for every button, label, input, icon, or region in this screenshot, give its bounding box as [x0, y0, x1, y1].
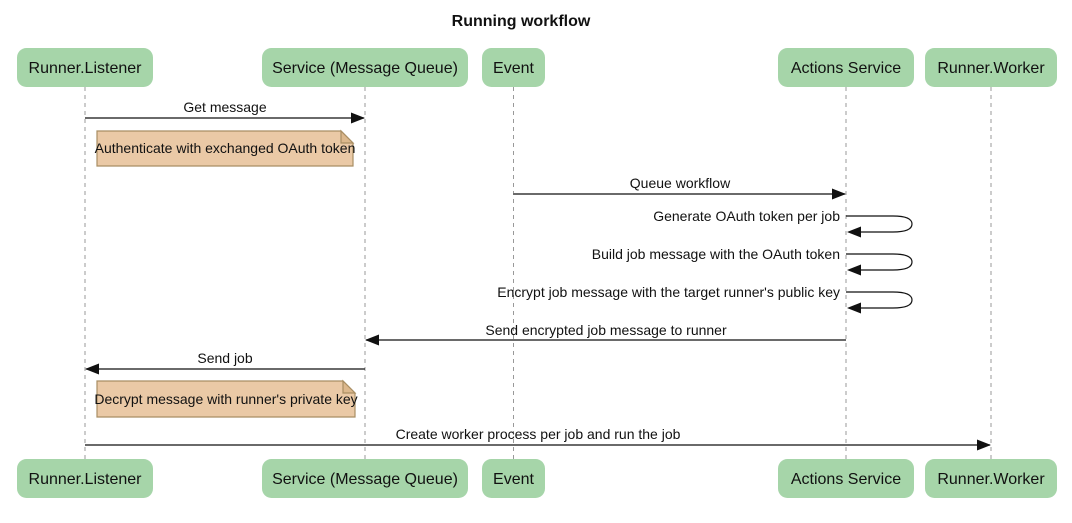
actors-bottom: Runner.Listener Service (Message Queue) …: [17, 459, 1057, 498]
arrowhead-left-icon: [847, 302, 861, 314]
actor-box-runner-listener-top: [17, 48, 153, 87]
self-message-build-job-message: Build job message with the OAuth token: [592, 246, 913, 276]
self-message-loop: [846, 291, 913, 309]
message-label-encrypt-job-message: Encrypt job message with the target runn…: [497, 284, 840, 300]
actor-box-event-top: [482, 48, 545, 87]
actor-label-event-bottom: Event: [493, 471, 534, 488]
actors-top: Runner.Listener Service (Message Queue) …: [17, 48, 1057, 87]
message-send-encrypted-job: Send encrypted job message to runner: [365, 322, 846, 346]
message-label-build-job-message: Build job message with the OAuth token: [592, 246, 840, 262]
actor-label-actions-service-top: Actions Service: [791, 60, 901, 77]
arrowhead-left-icon: [365, 334, 379, 346]
actor-label-service-message-queue-bottom: Service (Message Queue): [272, 471, 458, 488]
arrowhead-right-icon: [832, 188, 846, 200]
message-label-queue-workflow: Queue workflow: [630, 175, 731, 191]
self-message-loop: [846, 215, 913, 233]
note-label-authenticate: Authenticate with exchanged OAuth token: [95, 140, 356, 156]
arrowhead-left-icon: [85, 363, 99, 375]
actor-box-runner-worker-bottom: [925, 459, 1057, 498]
note-decrypt: Decrypt message with runner's private ke…: [94, 379, 358, 418]
actor-box-runner-listener-bottom: [17, 459, 153, 498]
note-fold-corner-icon: [342, 379, 357, 394]
arrowhead-right-icon: [977, 439, 991, 451]
message-label-send-encrypted-job: Send encrypted job message to runner: [485, 322, 727, 338]
actor-box-runner-worker-top: [925, 48, 1057, 87]
actor-box-actions-service-bottom: [778, 459, 914, 498]
arrowhead-right-icon: [351, 112, 365, 124]
actor-box-event-bottom: [482, 459, 545, 498]
arrowhead-left-icon: [847, 226, 861, 238]
note-authenticate: Authenticate with exchanged OAuth token: [95, 129, 356, 167]
note-label-decrypt: Decrypt message with runner's private ke…: [94, 391, 357, 407]
actor-box-service-message-queue-bottom: [262, 459, 468, 498]
self-message-generate-oauth-token: Generate OAuth token per job: [653, 208, 913, 238]
actor-label-actions-service-bottom: Actions Service: [791, 471, 901, 488]
arrowhead-left-icon: [847, 264, 861, 276]
message-label-create-worker: Create worker process per job and run th…: [396, 426, 681, 442]
message-create-worker: Create worker process per job and run th…: [85, 426, 991, 451]
actor-label-event-top: Event: [493, 60, 534, 77]
message-send-job: Send job: [85, 350, 365, 375]
diagram-title: Running workflow: [452, 13, 591, 30]
note-fold-corner-icon: [340, 129, 355, 144]
message-queue-workflow: Queue workflow: [513, 175, 846, 200]
actor-label-runner-worker-bottom: Runner.Worker: [937, 471, 1045, 488]
note-box: [96, 130, 354, 167]
message-label-send-job: Send job: [197, 350, 252, 366]
actor-box-actions-service-top: [778, 48, 914, 87]
message-label-get-message: Get message: [183, 99, 266, 115]
actor-box-service-message-queue-top: [262, 48, 468, 87]
actor-label-runner-listener-bottom: Runner.Listener: [29, 471, 143, 488]
message-get-message: Get message: [85, 99, 365, 124]
lifelines: [84, 87, 992, 459]
self-message-loop: [846, 253, 913, 271]
actor-label-runner-worker-top: Runner.Worker: [937, 60, 1045, 77]
actor-label-service-message-queue-top: Service (Message Queue): [272, 60, 458, 77]
self-message-encrypt-job-message: Encrypt job message with the target runn…: [497, 284, 913, 314]
message-label-generate-oauth-token: Generate OAuth token per job: [653, 208, 840, 224]
actor-label-runner-listener-top: Runner.Listener: [29, 60, 143, 77]
note-box: [96, 380, 356, 418]
